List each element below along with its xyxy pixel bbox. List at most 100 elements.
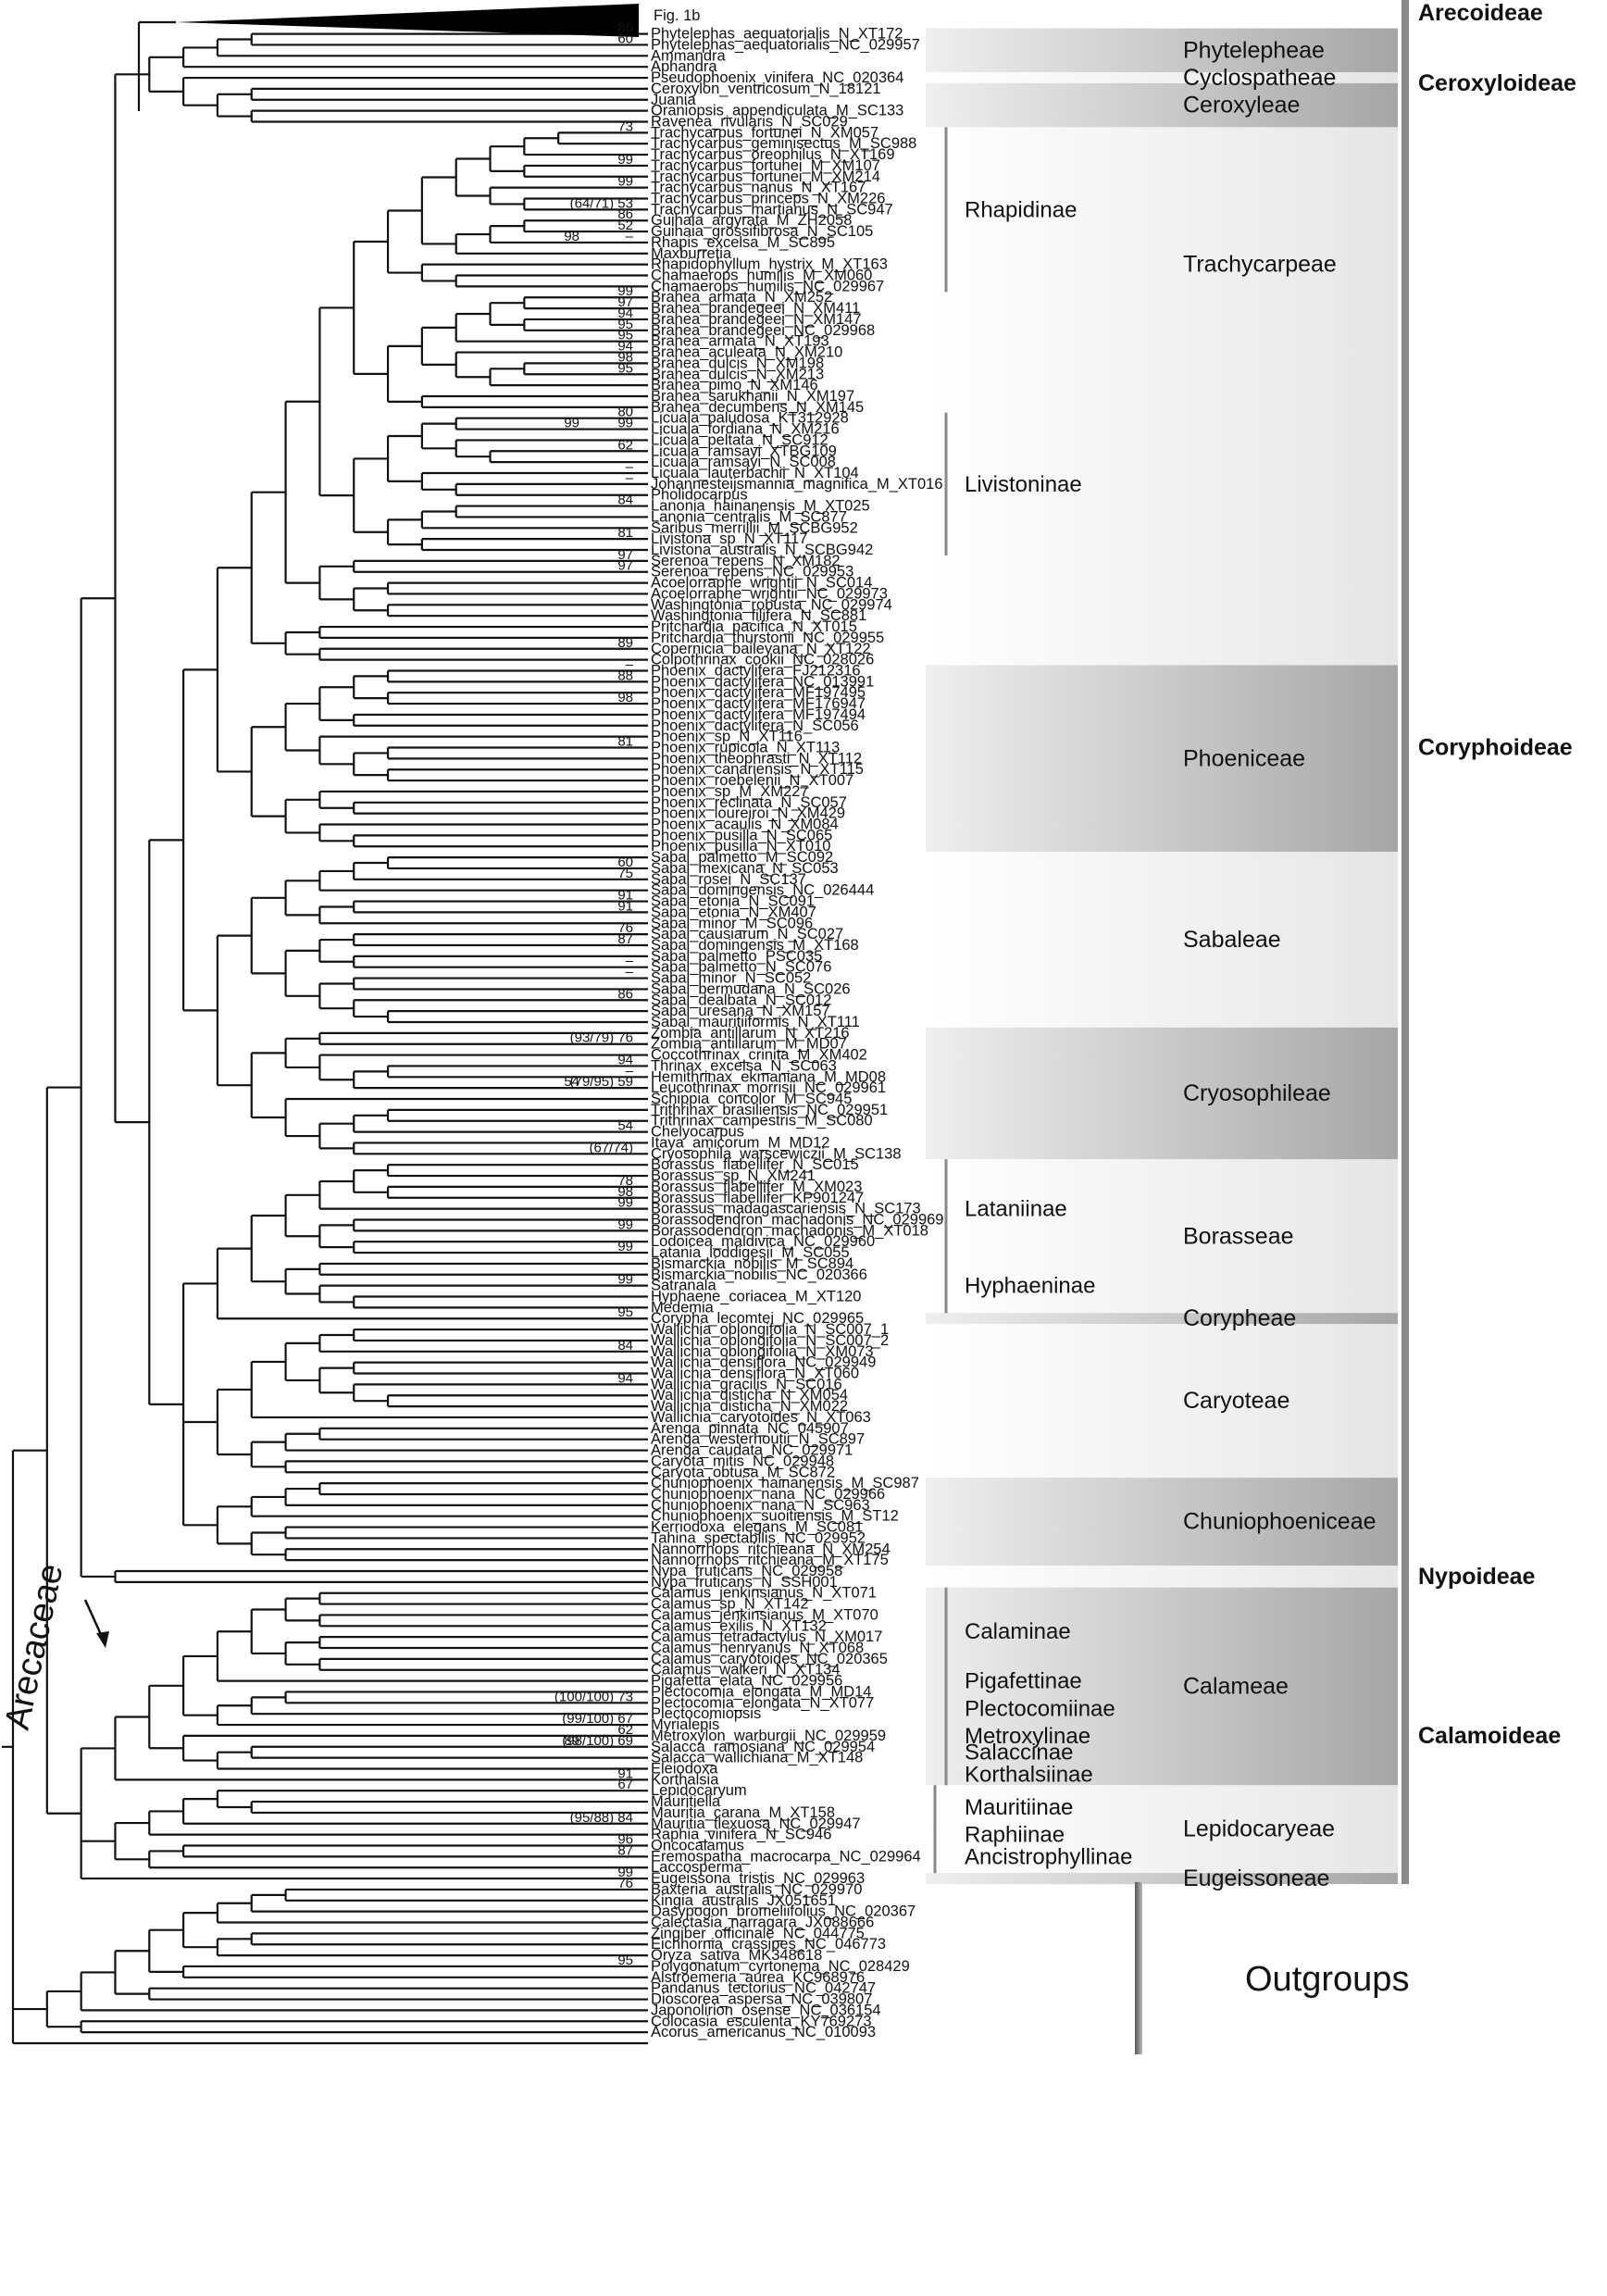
band-nypoideae: [926, 1566, 1398, 1588]
tribe-label: Phoeniceae: [1183, 745, 1305, 771]
taxon-label: Cryosophila_warscewiczii_M_SC138: [651, 1145, 902, 1162]
subtribe-label: Rhapidinae: [965, 197, 1077, 222]
subtribe-label: Calaminae: [965, 1619, 1071, 1644]
taxon-label: Oraniopsis_appendiculata_M_SC133: [651, 103, 903, 119]
bar-outgroups: [1135, 1881, 1142, 2054]
support-value: (67/74): [589, 1140, 633, 1155]
taxon-label: Wallichia_oblongifolia_N_SC007_2: [651, 1332, 889, 1349]
taxon-label: Livistona_australis_N_SCBG942: [651, 542, 873, 558]
taxon-label: Phoenix_dactylifera_FJ212316: [651, 662, 861, 679]
support-value: 76: [617, 1876, 633, 1891]
taxon-label: Brahea_pimo_N_XM146: [651, 377, 818, 393]
taxon-label: Sabal_bermudana_N_SC026: [651, 980, 851, 997]
taxon-label: Sabal_etonia_N_XM407: [651, 904, 816, 920]
support-value: 98: [617, 1184, 633, 1200]
taxon-label: Licuala_paludosa_KT312928: [651, 410, 849, 427]
support-value: –: [626, 965, 634, 980]
subfamily-bars: [933, 0, 1409, 2054]
taxon-label: Washingtonia_robusta_NC_029974: [651, 596, 892, 613]
tribe-label: Eugeissoneae: [1183, 1866, 1329, 1891]
tribe-label: Cyclospatheae: [1183, 65, 1336, 91]
support-value: (100/100) 73: [554, 1689, 633, 1704]
support-value: 99: [617, 1239, 633, 1254]
band-phoeniceae: [926, 665, 1398, 853]
support-value: 54: [617, 1118, 633, 1134]
tribe-label: Corypheae: [1183, 1305, 1296, 1331]
tribe-label: Sabaleae: [1183, 927, 1281, 953]
taxon-label: Nannorrhops_ritchieana_N_XM254: [651, 1541, 891, 1557]
taxon-label: Wallichia_densiflora_N_XT060: [651, 1366, 859, 1382]
support-value: 60: [617, 855, 633, 870]
taxon-label: Dasypogon_bromeliifolius_NC_020367: [651, 1903, 916, 1920]
taxon-label: Phytelephas_aequatorialis_N_XT172: [651, 26, 903, 43]
taxon-label: Arenga_pinnata_NC_045907: [651, 1420, 849, 1437]
subtribe-label: Korthalsiinae: [965, 1762, 1093, 1787]
taxon-label: Chamaerops_humilis_M_XM060: [651, 268, 872, 284]
taxon-label: Ravenea_rivularis_N_SC029: [651, 113, 848, 130]
support-value: 87: [617, 931, 633, 947]
taxon-label: Caryota_mitis_NC_029948: [651, 1453, 834, 1469]
tribe-label: Caryoteae: [1183, 1388, 1289, 1414]
taxon-label: Chuniophoenix_suoitiensis_M_ST12: [651, 1508, 899, 1525]
support-value: 84: [617, 1338, 633, 1354]
taxon-label: Borassus_madagascariensis_N_SC173: [651, 1201, 921, 1217]
support-value: 67: [617, 1777, 633, 1792]
support-value: 99: [617, 1195, 633, 1211]
taxon-label: Phoenix_dactylifera_MF176947: [651, 695, 866, 712]
taxon-label: Sabal_causiarum_N_SC027: [651, 926, 843, 942]
taxon-label: Chuniophoenix_nana_N_SC963: [651, 1497, 870, 1514]
taxon-label: Brahea_sarukhanii_N_XM197: [651, 388, 854, 405]
taxon-label: Pritchardia_pacifica_N_XT015: [651, 618, 857, 635]
taxon-label: Calamus_jenkinsianus_N_XT071: [651, 1585, 877, 1602]
taxon-label: Colpothrinax_cookii_NC_028026: [651, 652, 874, 668]
taxon-label: Sabal_domingensis_M_XT168: [651, 937, 859, 954]
support-value: 62: [617, 1722, 633, 1738]
support-value: 89: [617, 635, 633, 651]
support-value: 98: [617, 690, 633, 705]
arrow-head-icon: [96, 1631, 109, 1648]
taxon-label: Sabal_rosei_N_SC137: [651, 871, 806, 888]
support-value: 76: [617, 920, 633, 936]
subfamily-label: Coryphoideae: [1418, 735, 1573, 761]
taxon-label: Brahea_aculeata_N_XM210: [651, 344, 842, 361]
support-value: 99: [617, 152, 633, 168]
support-value: 94: [617, 1370, 633, 1386]
support-value: 86: [617, 20, 633, 36]
support-value: 99: [617, 283, 633, 299]
support-value: 87: [617, 1842, 633, 1858]
taxon-label: Phoenix_pusilla_N_SC065: [651, 827, 832, 843]
clade-labels: ArecoideaeCeroxyloideaeCoryphoideaeNypoi…: [965, 0, 1576, 1999]
taxon-label: Phoenix_pusilla_N_XT010: [651, 838, 830, 855]
band-lepidocaryeae: [926, 1785, 1398, 1874]
tribe-label: Chuniophoeniceae: [1183, 1509, 1377, 1535]
taxon-label: Corypha_lecomtei_NC_029965: [651, 1310, 864, 1327]
support-value: 86: [617, 986, 633, 1002]
taxon-label: Zombia_antillarum_N_XT216: [651, 1025, 850, 1042]
taxon-label: Licuala_ramsayi_N_SC008: [651, 454, 836, 470]
support-value: –: [626, 229, 634, 244]
band-borasseae: [926, 1159, 1398, 1314]
taxon-label: Mauritiella: [651, 1793, 721, 1810]
support-value: –: [626, 459, 634, 475]
tribe-label: Lepidocaryeae: [1183, 1816, 1335, 1842]
tribe-label: Trachycarpeae: [1183, 252, 1337, 278]
support-value: 86: [617, 206, 633, 222]
outgroups-label: Outgroups: [1245, 1960, 1409, 1999]
taxon-label: Borassus_flabellifer_M_XM023: [651, 1179, 862, 1195]
taxon-label: Borassodendron_machadonis_NC_029969: [651, 1211, 943, 1228]
taxon-label: Copernicia_baileyana_N_XT122: [651, 641, 871, 657]
taxon-label: Brahea_brandegeei_N_XM147: [651, 311, 862, 328]
taxon-label: Dioscorea_aspersa_NC_039807: [651, 1991, 872, 2008]
taxon-label: Phoenix_dactylifera_MF197495: [651, 684, 866, 701]
taxon-labels: Phytelephas_aequatorialis_N_XT172Phytele…: [651, 26, 943, 2041]
support-value: 99: [564, 416, 579, 431]
taxon-label: Calamus_caryotoides_NC_020365: [651, 1651, 888, 1667]
taxon-label: Itaya_amicorum_M_MD12: [651, 1134, 830, 1151]
tree-branches: [2, 32, 648, 2045]
tribe-label: Calameae: [1183, 1674, 1289, 1700]
taxon-label: Wallichia_caryotoides_N_XT063: [651, 1409, 871, 1426]
taxon-label: Oryza_sativa_MK348618: [651, 1947, 822, 1964]
taxon-label: Borassus_flabellifer_N_SC015: [651, 1156, 859, 1173]
taxon-label: Oncocalamus: [651, 1838, 744, 1854]
